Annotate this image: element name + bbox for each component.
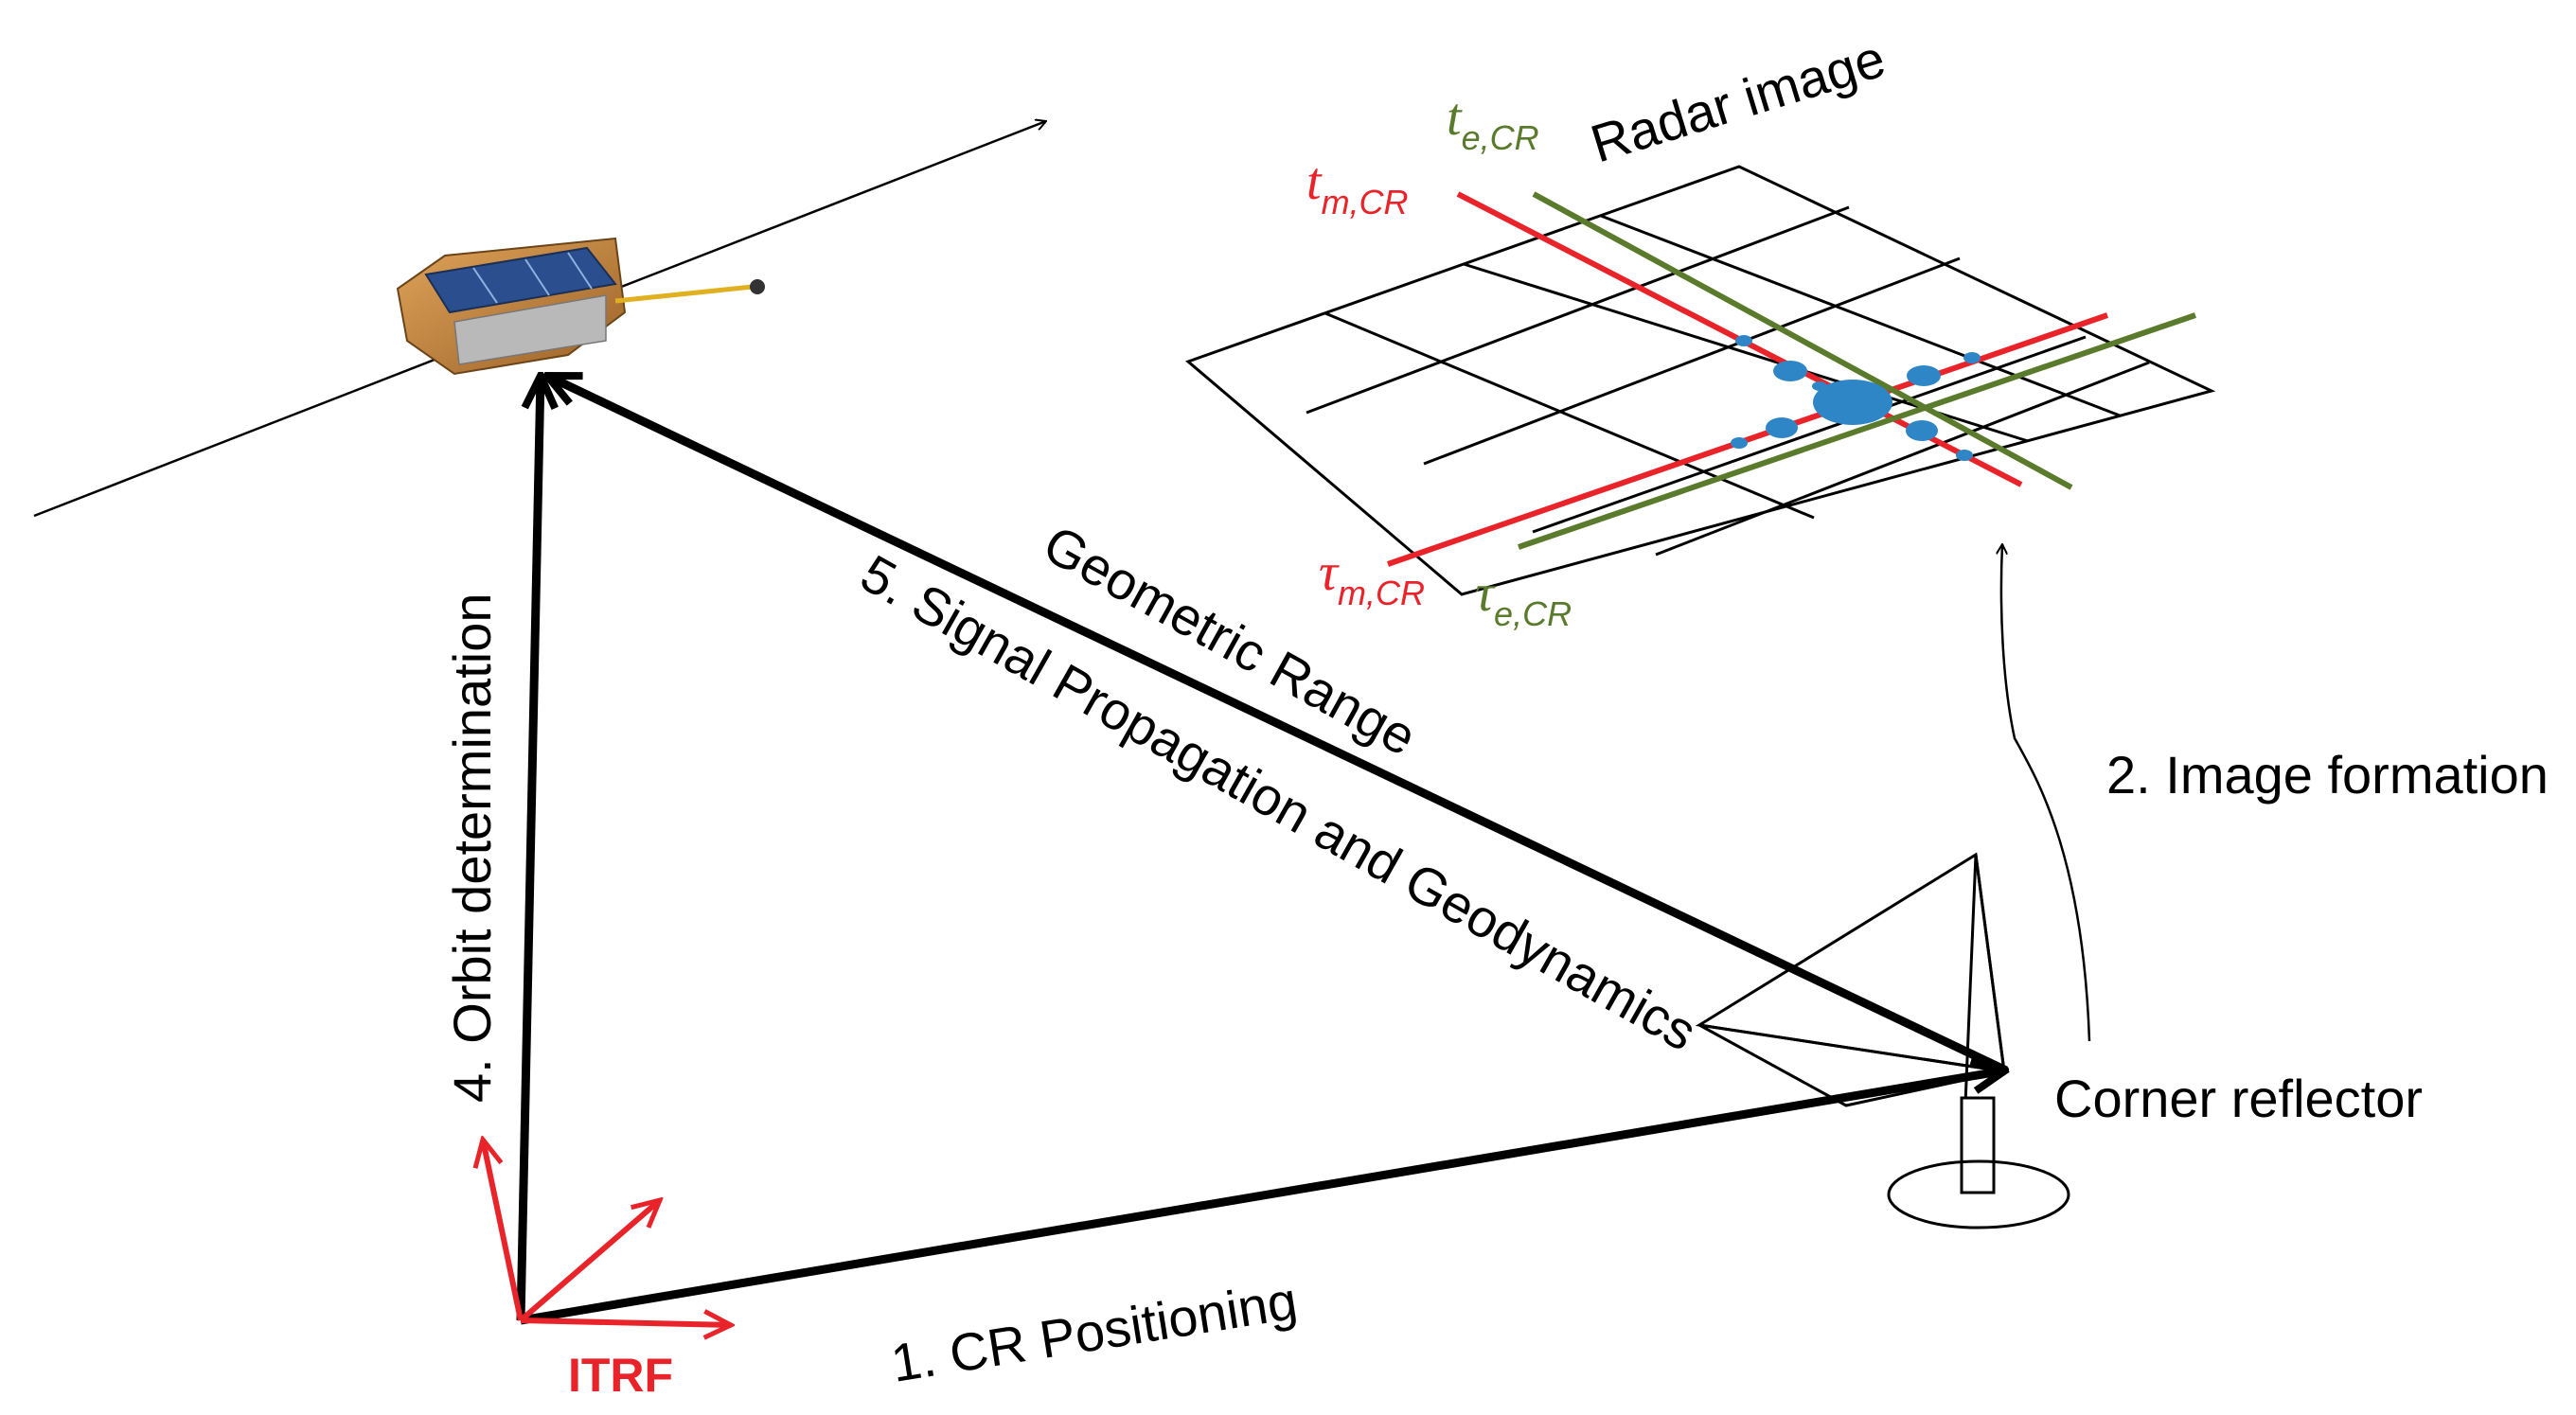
radar-image-grid bbox=[1185, 165, 2216, 596]
t-e-cr-line bbox=[1532, 191, 2073, 490]
orbit-determination-vector bbox=[516, 376, 541, 1321]
geometric-range-vector bbox=[547, 371, 2008, 1075]
t-m-cr-symbol: tm,CR bbox=[1306, 152, 1409, 221]
corner-reflector-label: Corner reflector bbox=[2054, 1069, 2423, 1128]
radar-response-blobs bbox=[1731, 335, 1981, 461]
radar-image-label: Radar image bbox=[1584, 27, 1892, 173]
tau-m-cr-line bbox=[1387, 312, 2108, 567]
image-formation-arrow bbox=[2001, 544, 2091, 1042]
tau-e-cr-line bbox=[1518, 312, 2196, 550]
tau-e-cr-symbol: τe,CR bbox=[1475, 564, 1572, 633]
corner-reflector-icon bbox=[1695, 852, 2070, 1229]
image-formation-label: 2. Image formation bbox=[2106, 745, 2549, 805]
t-e-cr-symbol: te,CR bbox=[1447, 88, 1539, 157]
cr-positioning-label: 1. CR Positioning bbox=[887, 1270, 1301, 1393]
itrf-label: ITRF bbox=[568, 1349, 673, 1402]
coordinate-axes-icon bbox=[483, 1140, 731, 1325]
signal-propagation-label: 5. Signal Propagation and Geodynamics bbox=[851, 543, 1706, 1062]
orbit-determination-label: 4. Orbit determination bbox=[442, 593, 502, 1103]
satellite-icon bbox=[396, 237, 765, 376]
cr-positioning-vector bbox=[520, 1070, 2005, 1325]
tau-m-cr-symbol: τm,CR bbox=[1319, 543, 1425, 612]
